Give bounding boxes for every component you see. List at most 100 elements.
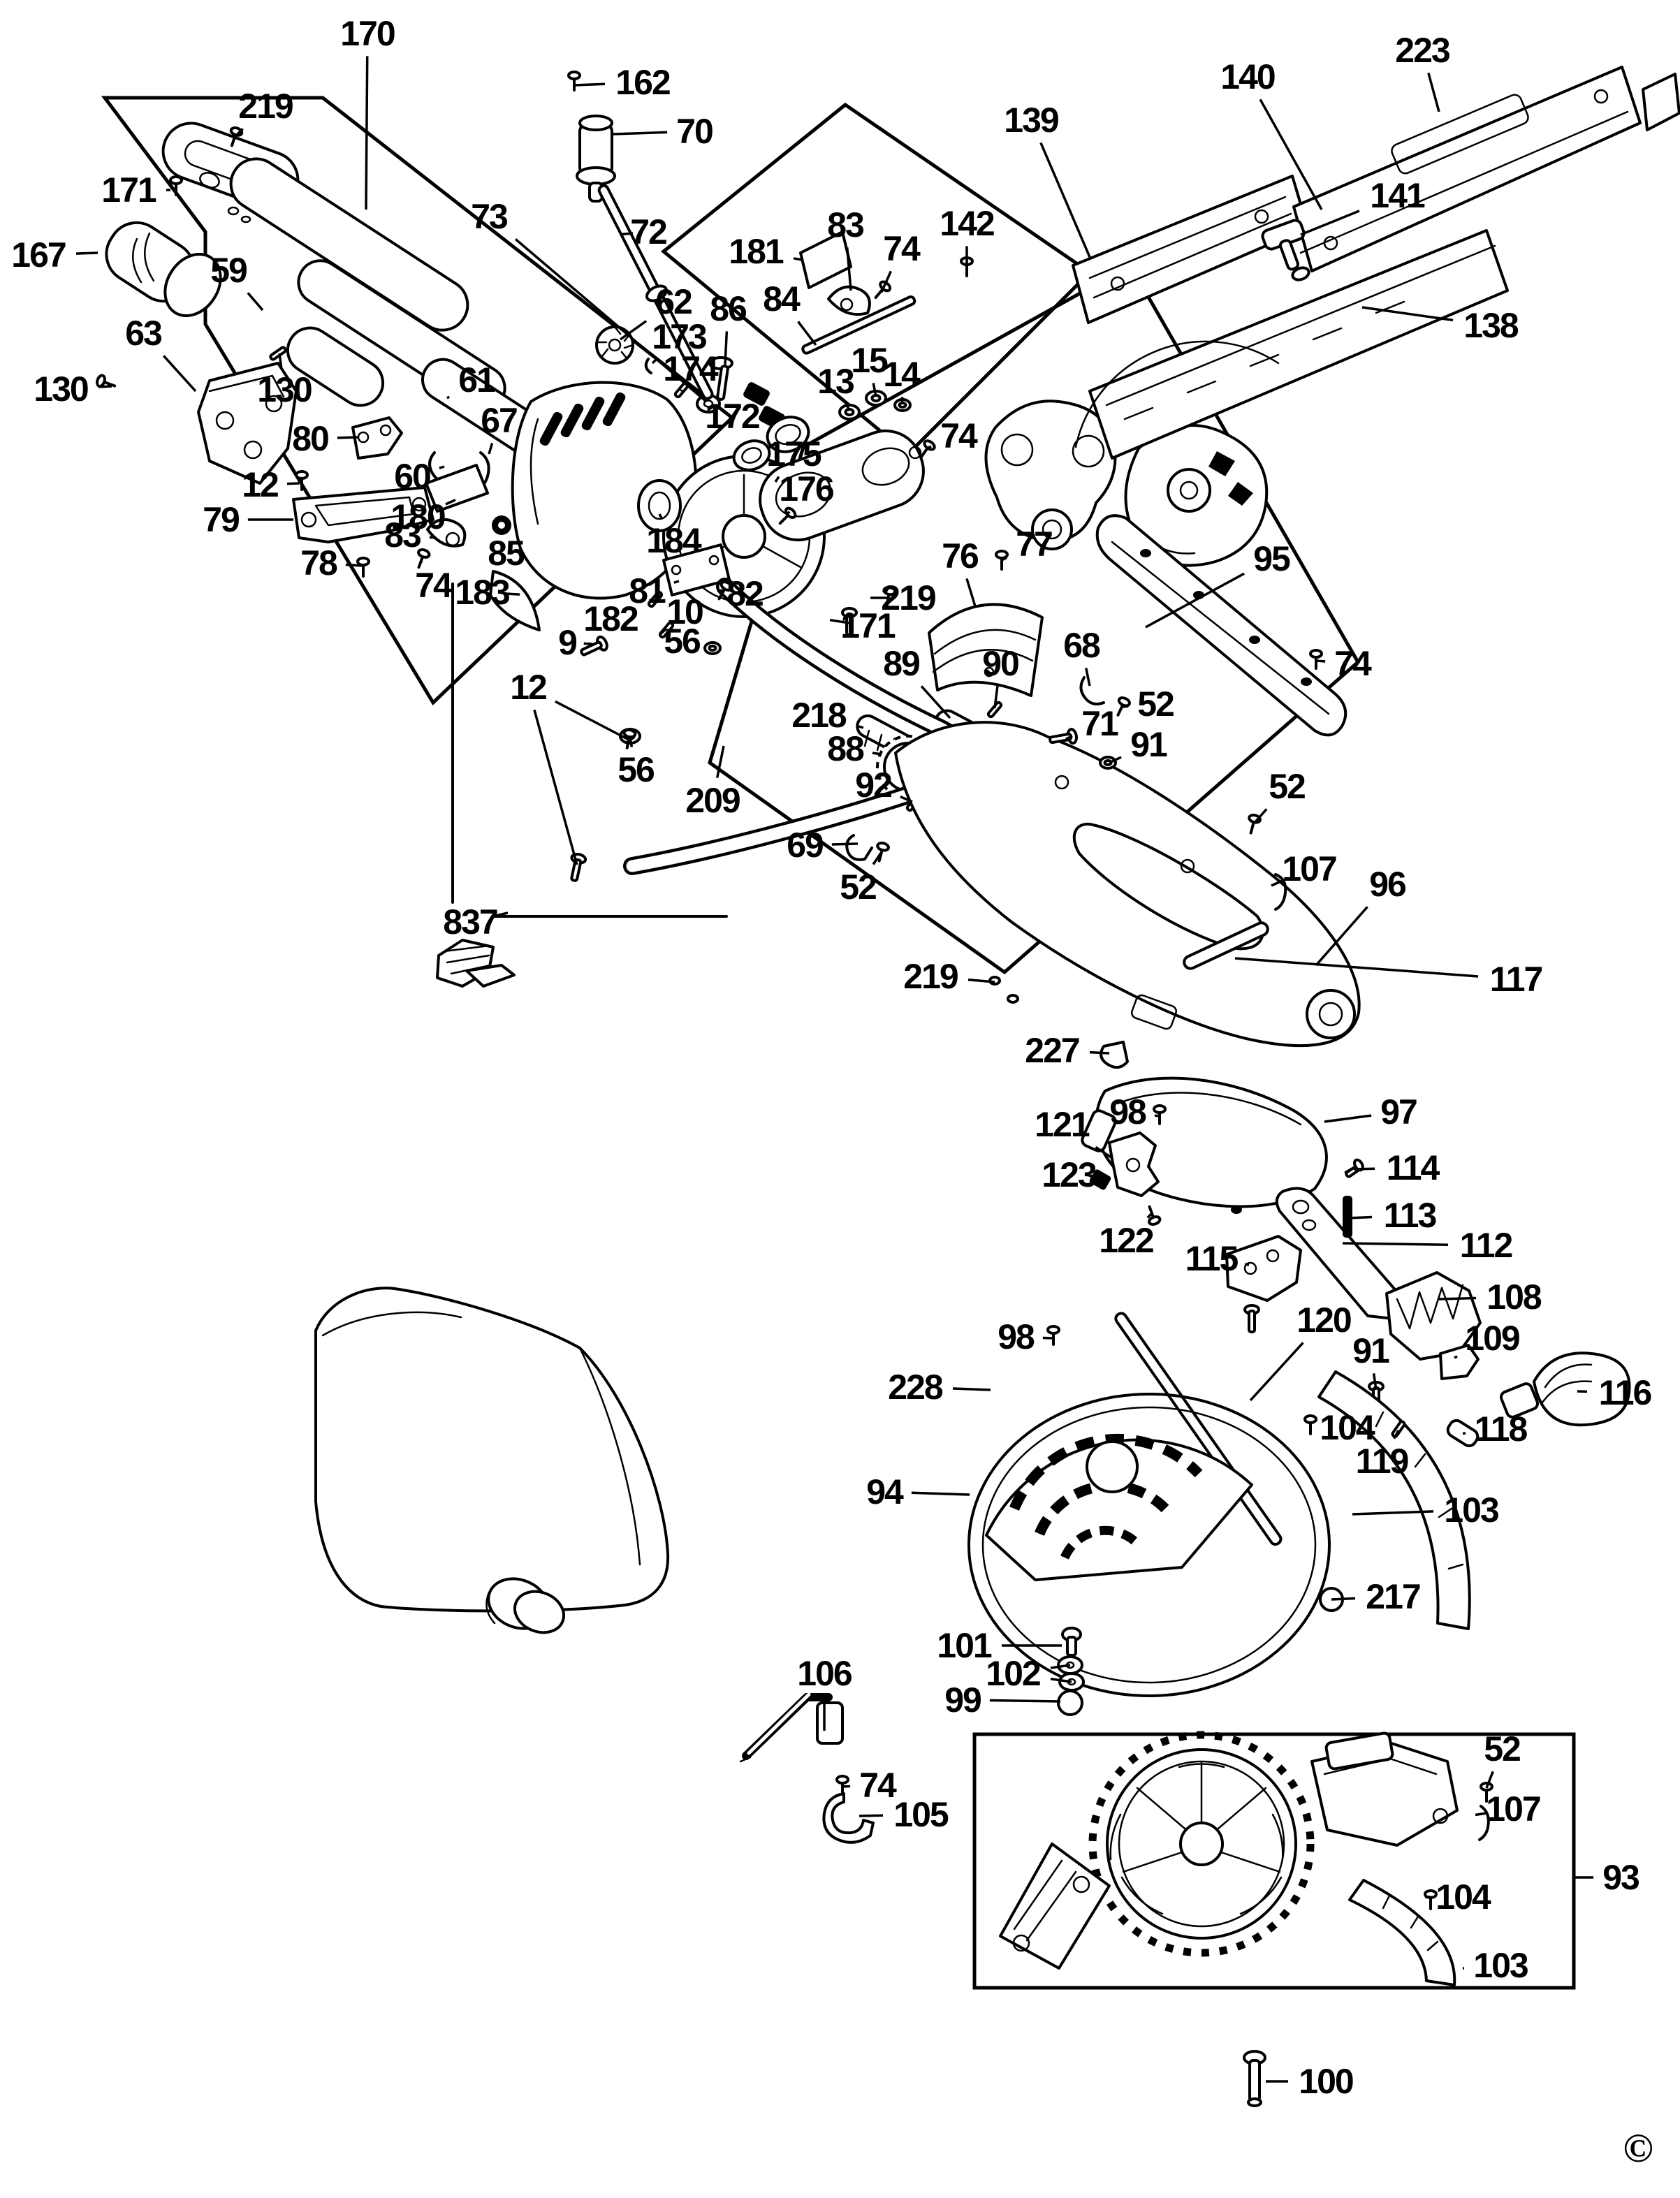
leader-line-114: [1353, 1167, 1375, 1171]
clip-227: [1100, 1041, 1129, 1069]
part-callout-74: 74: [940, 416, 978, 455]
part-callout-117: 117: [1490, 960, 1542, 999]
leader-line-68: [1084, 668, 1091, 687]
part-callout-63: 63: [125, 314, 161, 353]
part-callout-113: 113: [1384, 1196, 1436, 1235]
part-callout-90: 90: [982, 644, 1018, 683]
leader-line-113: [1347, 1215, 1373, 1219]
part-callout-83: 83: [827, 205, 863, 244]
leader-line-103: [1352, 1510, 1434, 1516]
leader-line-117: [1234, 957, 1479, 978]
leader-line-175: [774, 476, 780, 483]
leader-line-74: [880, 270, 892, 293]
part-callout-52: 52: [1269, 767, 1305, 806]
leader-line-74: [926, 445, 932, 450]
leader-line-52: [872, 851, 883, 865]
part-callout-91: 91: [1130, 725, 1167, 764]
part-callout-103: 103: [1473, 1946, 1528, 1985]
part-callout-175: 175: [766, 434, 821, 474]
part-callout-97: 97: [1380, 1092, 1417, 1131]
base-assembly-93: [999, 1731, 1493, 1986]
leader-line-130: [278, 353, 283, 367]
leader-line-223: [1427, 72, 1440, 112]
copyright-mark: ©: [1623, 2125, 1653, 2171]
dust-elbow: [105, 221, 222, 318]
part-callout-52: 52: [1484, 1729, 1520, 1768]
leader-line-85: [501, 530, 504, 534]
part-callout-103: 103: [1444, 1490, 1498, 1530]
part-callout-120: 120: [1296, 1301, 1351, 1340]
part-callout-142: 142: [940, 204, 994, 243]
part-callout-89: 89: [883, 644, 919, 683]
part-callout-104: 104: [1436, 1877, 1491, 1917]
leader-line-59: [247, 292, 264, 312]
wrench-clip-107a: [1274, 873, 1287, 911]
part-callout-107: 107: [1282, 849, 1336, 888]
leader-line-73: [514, 238, 707, 402]
leader-line-88: [872, 752, 882, 756]
leader-line-173: [651, 358, 657, 365]
leader-line-112: [1342, 1242, 1449, 1246]
part-callout-130: 130: [34, 369, 88, 409]
leader-line-82: [717, 589, 724, 592]
hex-key-106: [739, 1692, 844, 1763]
mounting-bracket-63: [197, 362, 298, 485]
part-callout-114: 114: [1387, 1148, 1440, 1187]
part-callout-837: 837: [443, 902, 497, 942]
part-callout-217: 217: [1366, 1577, 1420, 1616]
part-callout-81: 81: [629, 571, 666, 610]
leader-line-172: [757, 393, 770, 402]
part-callout-79: 79: [203, 500, 239, 539]
part-callout-74: 74: [883, 229, 921, 268]
part-callout-101: 101: [937, 1626, 992, 1665]
part-callout-219: 219: [881, 578, 935, 617]
bevel-knob-116: [1533, 1351, 1631, 1427]
part-callout-223: 223: [1395, 31, 1449, 70]
part-callout-116: 116: [1599, 1373, 1651, 1412]
part-callout-130: 130: [257, 370, 312, 409]
part-callout-72: 72: [630, 212, 666, 251]
leader-line-837: [492, 911, 509, 918]
leader-line-15: [872, 383, 877, 397]
leader-line-217: [1331, 1597, 1356, 1601]
part-callout-173: 173: [652, 317, 706, 356]
leader-line-167: [75, 251, 98, 255]
part-callout-59: 59: [210, 251, 247, 290]
leader-line-219: [232, 128, 244, 140]
leader-line-98: [1154, 1114, 1160, 1118]
leader-line-138: [1361, 306, 1454, 322]
pivot-bolt-stack: [1057, 1627, 1085, 1716]
leader-line-86: [724, 331, 729, 365]
trigger-group-parts: [595, 230, 916, 401]
part-callout-60: 60: [394, 457, 430, 496]
part-callout-109: 109: [1465, 1319, 1519, 1358]
part-callout-95: 95: [1253, 539, 1290, 578]
leader-line-91: [1109, 756, 1122, 764]
leader-line-60: [439, 465, 445, 469]
leader-line-218: [856, 724, 864, 729]
part-callout-83: 83: [384, 515, 421, 555]
part-callout-104: 104: [1320, 1408, 1375, 1447]
leader-line-83: [846, 247, 852, 291]
dust-bag-239: [314, 1287, 670, 1634]
part-callout-176: 176: [779, 469, 833, 508]
leader-line-84: [797, 321, 817, 346]
leader-line-119: [1393, 1430, 1400, 1439]
part-callout-182: 182: [583, 599, 638, 638]
leader-line-123: [1100, 1179, 1107, 1183]
part-callout-94: 94: [866, 1472, 904, 1511]
part-callout-138: 138: [1463, 306, 1519, 345]
part-callout-85: 85: [488, 534, 525, 573]
kerf-plate-103: [1317, 1370, 1471, 1630]
part-callout-102: 102: [986, 1654, 1040, 1693]
leader-line-12: [533, 709, 578, 865]
part-callout-12: 12: [242, 465, 278, 504]
leader-line-115: [1244, 1263, 1250, 1266]
leader-line-90: [993, 686, 999, 709]
leader-line-12: [286, 482, 300, 485]
leader-line-13: [845, 403, 851, 411]
leader-line-174: [680, 389, 683, 393]
part-callout-73: 73: [471, 197, 507, 236]
